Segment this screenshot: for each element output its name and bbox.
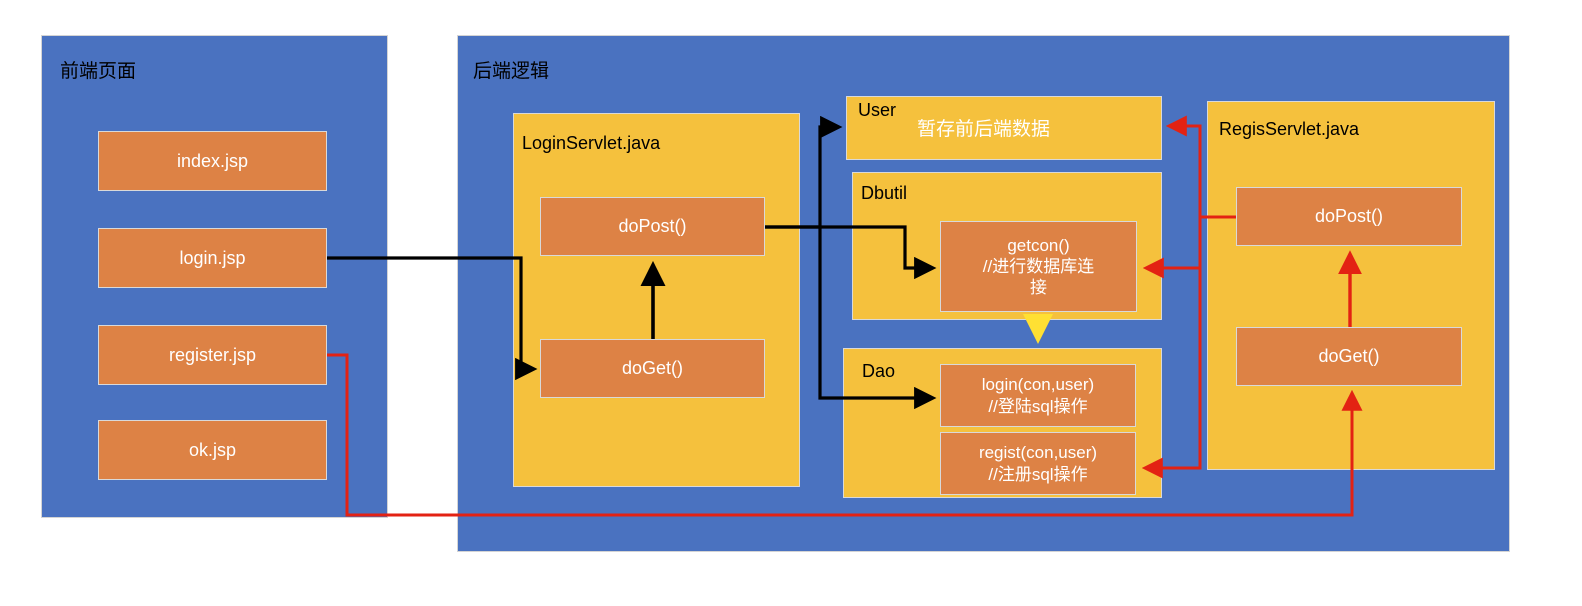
dao-login-method[interactable]: login(con,user) //登陆sql操作 — [940, 364, 1136, 427]
dao-login-line-1: login(con,user) — [981, 375, 1095, 395]
page-login-jsp[interactable]: login.jsp — [98, 228, 327, 288]
regis-servlet-doget[interactable]: doGet() — [1236, 327, 1462, 386]
getcon-line-3: 接 — [1030, 278, 1047, 298]
frontend-panel-title: 前端页面 — [60, 61, 137, 82]
user-card-title: User — [858, 100, 897, 120]
flow-regis-dopost-to-user — [1165, 115, 1236, 219]
regis-servlet-title: RegisServlet.java — [1219, 119, 1360, 139]
dao-regist-method[interactable]: regist(con,user) //注册sql操作 — [940, 432, 1136, 495]
user-card — [846, 96, 1162, 160]
dao-card-title: Dao — [862, 361, 896, 381]
page-register-jsp[interactable]: register.jsp — [98, 325, 327, 385]
login-servlet-doget[interactable]: doGet() — [540, 339, 765, 398]
flow-dopost-to-user — [765, 115, 843, 229]
flow-regis-dopost-to-getcon — [1142, 217, 1202, 279]
page-ok-jsp[interactable]: ok.jsp — [98, 420, 327, 480]
login-servlet-card — [513, 113, 800, 487]
backend-panel-title: 后端逻辑 — [473, 61, 550, 82]
flow-dopost-to-dao-login — [818, 227, 937, 410]
regis-servlet-dopost[interactable]: doPost() — [1236, 187, 1462, 246]
flow-register-jsp-to-regis-doget — [327, 353, 1363, 517]
login-servlet-title: LoginServlet.java — [522, 133, 661, 153]
login-servlet-dopost[interactable]: doPost() — [540, 197, 765, 256]
getcon-line-1: getcon() — [1007, 235, 1070, 255]
flow-login-jsp-to-doget — [327, 256, 538, 381]
user-card-note: 暂存前后端数据 — [917, 119, 1051, 140]
dao-regist-line-1: regist(con,user) — [978, 443, 1098, 463]
dao-login-line-2: //登陆sql操作 — [988, 396, 1088, 416]
dbutil-card-title: Dbutil — [861, 183, 908, 203]
dao-regist-line-2: //注册sql操作 — [988, 464, 1088, 484]
page-index-jsp[interactable]: index.jsp — [98, 131, 327, 191]
getcon-line-2: //进行数据库连 — [982, 256, 1095, 276]
flow-dopost-to-getcon — [765, 225, 937, 280]
flow-regis-dopost-to-dao-regist — [1141, 217, 1202, 479]
dbutil-getcon-method[interactable]: getcon() //进行数据库连 接 — [940, 221, 1137, 312]
